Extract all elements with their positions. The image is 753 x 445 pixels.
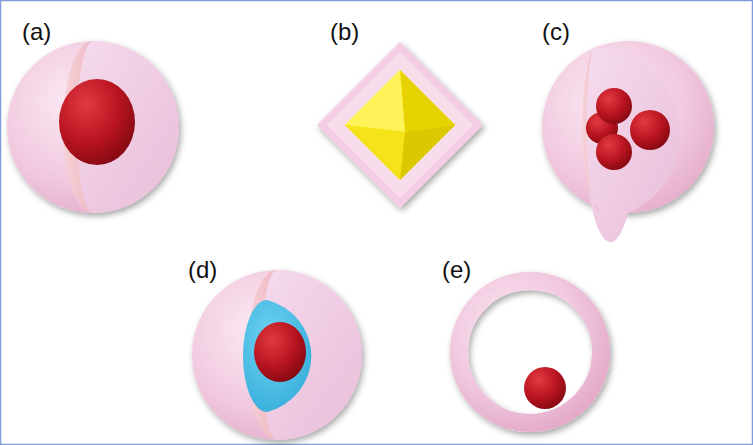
panel-label: (d) xyxy=(188,258,217,282)
panel-label: (a) xyxy=(22,20,51,44)
panel-label: (b) xyxy=(330,20,359,44)
multi-core-particle xyxy=(542,41,714,242)
octahedral-core-particle xyxy=(317,42,483,208)
yolk-shell-particle xyxy=(459,281,601,423)
core-double-shell-particle xyxy=(192,270,362,440)
panel-label: (c) xyxy=(542,20,570,44)
panel-label: (e) xyxy=(442,258,471,282)
core-shell-particle xyxy=(7,41,179,213)
